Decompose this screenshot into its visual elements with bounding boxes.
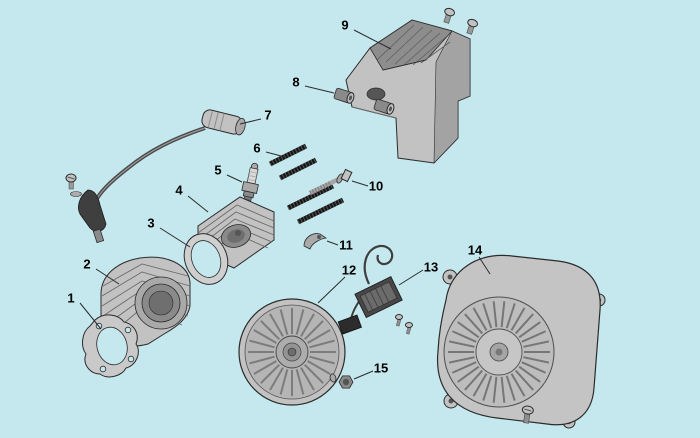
leader-line-2 [95,268,120,285]
leader-line-1 [79,302,102,330]
part-head-gasket [183,233,229,285]
leader-line-7 [239,118,262,125]
part-studs [268,143,318,181]
part-spacers [333,87,395,115]
part-nut [329,373,354,389]
leader-line-3 [159,227,191,248]
part-flywheel [238,298,346,406]
part-base-gasket [82,314,139,378]
leader-line-14 [478,256,491,275]
leader-line-5 [226,174,243,183]
coil-screws [395,314,413,335]
leader-line-12 [317,276,346,304]
part-ignition-coil [337,244,413,335]
leader-line-13 [398,269,424,286]
part-clip [303,233,328,250]
shroud-screw-left [443,7,455,24]
leader-line-15 [353,370,374,380]
shroud-screw-right [466,18,478,35]
leader-line-4 [187,195,209,213]
part-spark-plug-cap [65,109,246,244]
part-fan-cover [436,254,606,429]
leader-line-8 [304,85,335,94]
leader-line-9 [353,29,392,50]
lead-screw [65,173,82,197]
leader-line-11 [326,240,339,246]
leader-line-6 [265,151,286,158]
part-cylinder-shroud [345,7,478,164]
fan-cover-screw [521,405,534,424]
leader-line-10 [351,180,369,187]
part-bolt [286,168,353,225]
